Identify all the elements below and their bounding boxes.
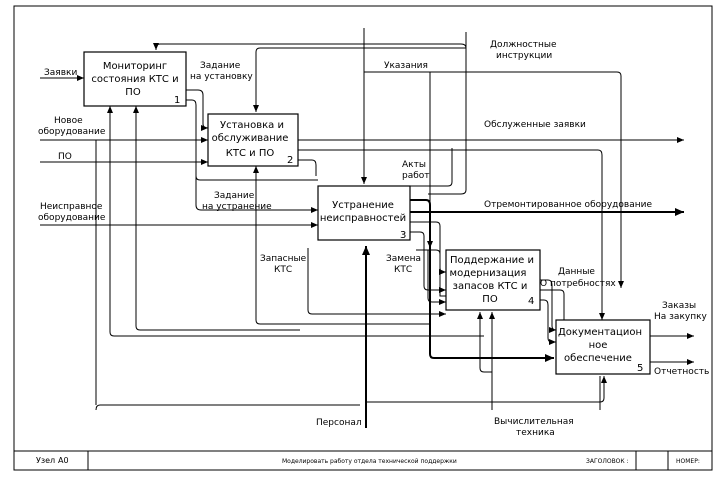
box2-line1: Установка и bbox=[220, 120, 284, 131]
label-zad-ust-1: Задание bbox=[200, 61, 241, 71]
label-zad-ust-2: на установку bbox=[190, 72, 253, 82]
label-obsluzh: Обслуженные заявки bbox=[484, 120, 586, 130]
function-box-5: Документацион ное обеспечение 5 bbox=[555, 319, 651, 375]
connector-lines bbox=[40, 28, 694, 428]
label-zad-ustr-1: Задание bbox=[214, 191, 255, 201]
label-zakazy-1: Заказы bbox=[662, 301, 696, 311]
label-zad-ustr-2: на устранение bbox=[202, 202, 272, 212]
label-novoe-2: оборудование bbox=[38, 127, 106, 137]
label-zakazy-2: На закупку bbox=[654, 312, 708, 322]
box4-number: 4 bbox=[528, 296, 534, 307]
box4-line4: ПО bbox=[482, 294, 498, 305]
box4-line3: запасов КТС и bbox=[453, 281, 528, 292]
box2-line2: обслуживание bbox=[212, 133, 289, 144]
footer-heading-label: ЗАГОЛОВОК : bbox=[586, 458, 629, 465]
label-ukazaniya: Указания bbox=[384, 61, 428, 71]
label-dolzh-1: Должностные bbox=[490, 40, 557, 50]
arrow-labels: Заявки Новое оборудование ПО Неисправное… bbox=[38, 40, 709, 438]
label-neispr-2: оборудование bbox=[38, 213, 106, 223]
function-box-4: Поддержание и модернизация запасов КТС и… bbox=[445, 249, 541, 311]
box2-number: 2 bbox=[287, 155, 293, 166]
box4-line1: Поддержание и bbox=[450, 255, 534, 266]
function-box-2: Установка и обслуживание КТС и ПО 2 bbox=[207, 113, 299, 167]
box3-line2: неисправностей bbox=[320, 213, 406, 224]
box1-number: 1 bbox=[174, 95, 180, 106]
label-otchetnost: Отчетность bbox=[654, 367, 709, 377]
label-zayavki: Заявки bbox=[44, 68, 77, 78]
box5-line2: ное bbox=[589, 340, 608, 351]
label-dannye-2: О потребностях bbox=[540, 279, 616, 289]
label-zamena-2: КТС bbox=[394, 265, 412, 275]
box3-line1: Устранение bbox=[332, 200, 394, 211]
function-box-3: Устранение неисправностей 3 bbox=[317, 185, 411, 241]
label-zapasnye-2: КТС bbox=[274, 265, 292, 275]
footer-bar: Узел А0 Моделировать работу отдела техни… bbox=[13, 450, 713, 471]
label-vych-2: техника bbox=[516, 428, 555, 438]
box1-line3: ПО bbox=[125, 87, 141, 98]
label-zamena-1: Замена bbox=[386, 254, 421, 264]
label-personal: Персонал bbox=[316, 418, 362, 428]
footer-node-value: А0 bbox=[58, 456, 69, 465]
label-akty-1: Акты bbox=[402, 160, 426, 170]
box1-line1: Мониторинг bbox=[103, 61, 167, 72]
label-po: ПО bbox=[58, 152, 72, 162]
label-neispr-1: Неисправное bbox=[40, 202, 103, 212]
label-dolzh-2: инструкции bbox=[496, 51, 552, 61]
label-novoe-1: Новое bbox=[54, 116, 83, 126]
label-akty-2: работ bbox=[402, 171, 430, 181]
footer-number-label: НОМЕР: bbox=[676, 458, 700, 465]
box5-number: 5 bbox=[637, 363, 643, 374]
box1-line2: состояния КТС и bbox=[91, 74, 178, 85]
label-zapasnye-1: Запасные bbox=[260, 254, 307, 264]
footer-node-label: Узел bbox=[36, 456, 55, 465]
function-box-1: Мониторинг состояния КТС и ПО 1 bbox=[83, 51, 187, 107]
label-otremont: Отремонтированное оборудование bbox=[484, 200, 652, 210]
box5-line1: Документацион bbox=[558, 327, 642, 338]
label-dannye-1: Данные bbox=[558, 267, 595, 277]
box2-line3: КТС и ПО bbox=[226, 148, 275, 159]
footer-title: Моделировать работу отдела технической п… bbox=[282, 458, 457, 465]
box3-number: 3 bbox=[400, 230, 406, 241]
label-vych-1: Вычислительная bbox=[494, 417, 574, 427]
box4-line2: модернизация bbox=[450, 268, 527, 279]
box5-line3: обеспечение bbox=[564, 353, 632, 364]
